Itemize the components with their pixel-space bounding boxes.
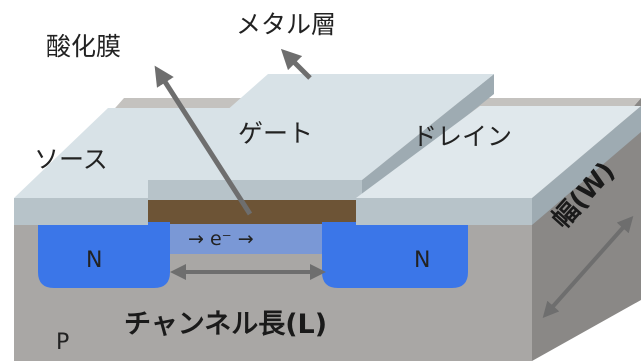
oxide-film bbox=[148, 197, 362, 226]
channel-length-label: チャンネル長(L) bbox=[124, 309, 328, 340]
gate-metal-top bbox=[148, 74, 494, 180]
p-substrate-label: P bbox=[56, 330, 70, 355]
n-left-label: N bbox=[86, 248, 103, 273]
source-metal-front bbox=[14, 198, 148, 225]
drain-label: ドレイン bbox=[412, 122, 513, 151]
channel-region bbox=[170, 224, 322, 254]
source-metal-top bbox=[14, 108, 232, 198]
metal-pointer-arrow bbox=[280, 48, 312, 80]
metal-layer-label: メタル層 bbox=[236, 10, 337, 39]
drain-metal-top bbox=[356, 106, 641, 198]
n-right-label: N bbox=[414, 248, 431, 273]
source-label: ソース bbox=[34, 145, 108, 174]
n-region-right bbox=[322, 222, 468, 288]
oxide-film-label: 酸化膜 bbox=[46, 32, 122, 61]
gate-metal-front bbox=[148, 180, 362, 200]
gate-metal-side bbox=[362, 74, 494, 200]
width-arrow bbox=[542, 216, 634, 318]
gate-label: ゲート bbox=[238, 119, 314, 148]
oxide-pointer-arrow bbox=[154, 65, 253, 216]
drain-metal-side bbox=[532, 106, 641, 225]
electron-flow-label: → e⁻ → bbox=[188, 228, 254, 250]
n-region-left bbox=[38, 222, 170, 288]
drain-metal-front bbox=[356, 198, 532, 225]
